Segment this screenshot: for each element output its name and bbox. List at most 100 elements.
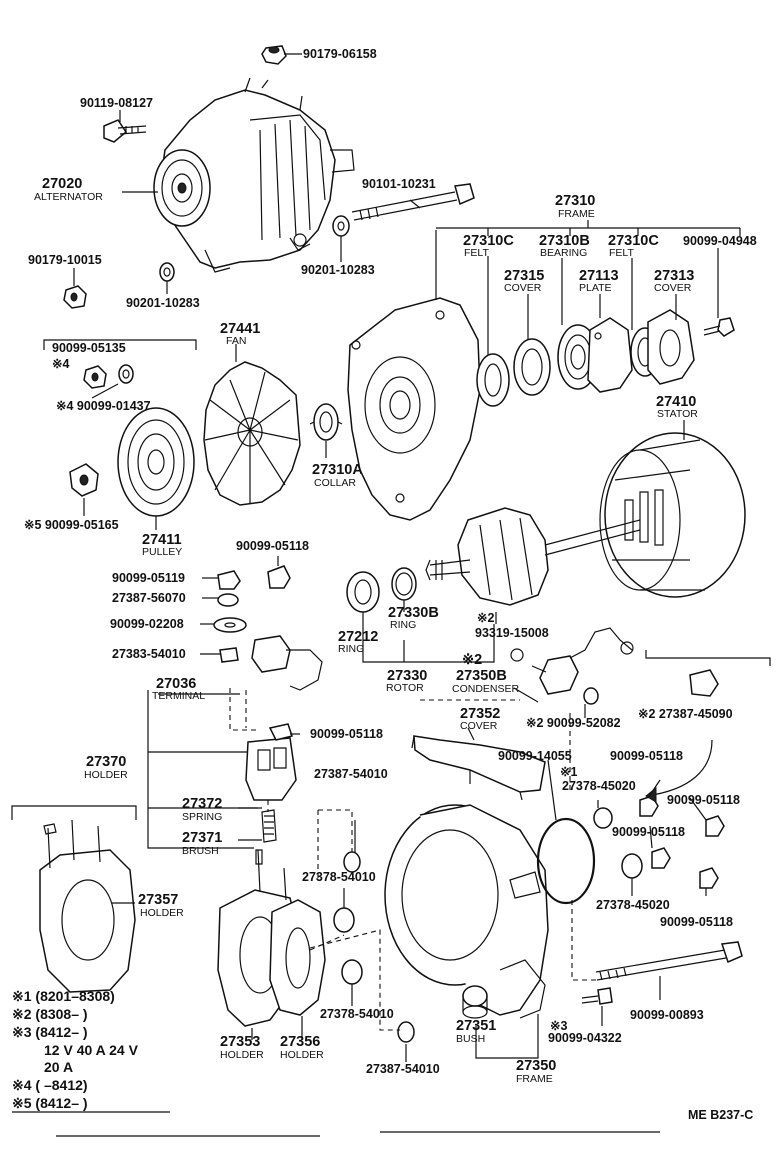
label-brush: BRUSH	[182, 845, 219, 857]
holder-27356	[269, 899, 326, 1016]
insulator-27387-45090	[689, 669, 719, 697]
washer-90099-01437	[118, 364, 134, 384]
label-collar: COLLAR	[314, 477, 356, 489]
label-27353: 27353	[220, 1034, 260, 1050]
label-90099-05119: 90099-05119	[112, 571, 185, 585]
label-note4-a: ※4	[52, 357, 69, 371]
label-felt-right: FELT	[609, 247, 634, 259]
label-27356: 27356	[280, 1034, 320, 1050]
insulator-27378-45020-b	[621, 853, 643, 879]
insulator-27387-54010-b	[397, 1021, 415, 1043]
label-holder-27353: HOLDER	[220, 1049, 264, 1061]
part-labels: 90179-06158 90119-08127 27020 ALTERNATOR…	[24, 47, 757, 1085]
note-6: ※4 ( –8412)	[12, 1077, 88, 1093]
leader-lines	[11, 53, 771, 1062]
label-90179-10015: 90179-10015	[28, 253, 102, 267]
diagram-code: ME B237-C	[688, 1108, 753, 1122]
drive-end-frame	[347, 297, 481, 521]
label-90099-05118-r2: 90099-05118	[667, 793, 740, 807]
label-27212: 27212	[338, 629, 378, 645]
label-27378-54010-a: 27378-54010	[302, 870, 376, 884]
label-90101-10231: 90101-10231	[362, 177, 436, 191]
label-plate: PLATE	[579, 282, 611, 294]
stator-27410	[599, 432, 746, 598]
alternator-assembly	[153, 77, 355, 273]
label-90099-05165: ※5 90099-05165	[24, 518, 119, 532]
nut-90099-05165	[69, 463, 99, 497]
label-alternator: ALTERNATOR	[34, 191, 103, 203]
note-2: ※2 (8308– )	[12, 1006, 88, 1022]
label-90099-05118-holder: 90099-05118	[310, 727, 383, 741]
label-note3: ※3	[550, 1019, 567, 1033]
label-27310b: 27310B	[539, 233, 590, 249]
nut-90099-05118-r4	[699, 867, 719, 889]
label-27387-45090: ※2 27387-45090	[638, 707, 733, 721]
label-27387-56070: 27387-56070	[112, 591, 186, 605]
nut-90179-10015	[63, 285, 87, 309]
note-4: 12 V 40 A 24 V	[44, 1042, 139, 1058]
insulator-27378-54010-a	[333, 907, 355, 933]
label-27387-54010-b: 27387-54010	[366, 1062, 440, 1076]
nut-90099-05135	[83, 365, 107, 389]
label-90179-06158: 90179-06158	[303, 47, 377, 61]
washer-90201-10283-a	[332, 215, 350, 237]
label-rotor: ROTOR	[386, 682, 424, 694]
label-27357: 27357	[138, 892, 178, 908]
label-90201-10283-b: 90201-10283	[126, 296, 200, 310]
condenser-27350b	[510, 627, 634, 705]
fan-27441	[203, 361, 301, 506]
rectifier-end-frame-27350	[384, 804, 549, 1019]
nut-90179-06158	[261, 45, 287, 65]
label-27310: 27310	[555, 193, 595, 209]
pulley-27411	[117, 407, 195, 517]
bolt-90101-10231	[351, 183, 475, 221]
dashed-lines	[229, 688, 596, 1031]
label-90099-02208: 90099-02208	[110, 617, 184, 631]
cover-27315	[513, 338, 551, 396]
note-5: 20 A	[44, 1059, 73, 1075]
holder-27370	[245, 723, 297, 843]
label-90099-05118-top: 90099-05118	[236, 539, 309, 553]
label-90099-04322: 90099-04322	[548, 1031, 622, 1045]
label-90099-05118-r1: 90099-05118	[610, 749, 683, 763]
rotor-27330	[425, 507, 641, 606]
label-holder-27370: HOLDER	[84, 769, 128, 781]
label-27313: 27313	[654, 268, 694, 284]
label-90099-05118-r4: 90099-05118	[660, 915, 733, 929]
cover-27352	[411, 735, 546, 801]
label-27372: 27372	[182, 796, 222, 812]
label-note2-a: ※2	[477, 611, 494, 625]
label-27315: 27315	[504, 268, 544, 284]
label-frame-27350: FRAME	[516, 1073, 553, 1085]
label-27378-45020-a: 27378-45020	[562, 779, 636, 793]
label-holder-27356: HOLDER	[280, 1049, 324, 1061]
label-27371: 27371	[182, 830, 222, 846]
label-90119-08127: 90119-08127	[80, 96, 153, 110]
label-90099-04948: 90099-04948	[683, 234, 757, 248]
label-27411: 27411	[142, 532, 182, 548]
label-bush: BUSH	[456, 1033, 485, 1045]
label-27310c-right: 27310C	[608, 233, 659, 249]
label-27330: 27330	[387, 668, 427, 684]
label-93319-15008: 93319-15008	[475, 626, 549, 640]
label-ring-27330b: RING	[390, 619, 416, 631]
nut-90099-05118-r3	[651, 847, 671, 869]
label-90099-05135: 90099-05135	[52, 341, 126, 355]
applicability-notes: ※1 (8201–8308) ※2 (8308– ) ※3 (8412– ) 1…	[12, 988, 139, 1111]
label-note1: ※1	[560, 765, 577, 779]
plate-27113	[587, 317, 633, 393]
label-90099-00893: 90099-00893	[630, 1008, 704, 1022]
collar-27310a	[309, 403, 343, 441]
label-27020: 27020	[42, 176, 82, 192]
label-fan: FAN	[226, 335, 246, 347]
label-27352: 27352	[460, 706, 500, 722]
bolt-90119-08127	[103, 119, 147, 143]
label-terminal: TERMINAL	[152, 690, 205, 702]
label-cover-27352: COVER	[460, 720, 498, 732]
screw-90099-04322	[581, 987, 613, 1005]
label-27310a: 27310A	[312, 462, 363, 478]
label-cover-27315: COVER	[504, 282, 542, 294]
label-27370: 27370	[86, 754, 126, 770]
label-90099-52082: ※2 90099-52082	[526, 716, 621, 730]
label-27410: 27410	[656, 394, 696, 410]
